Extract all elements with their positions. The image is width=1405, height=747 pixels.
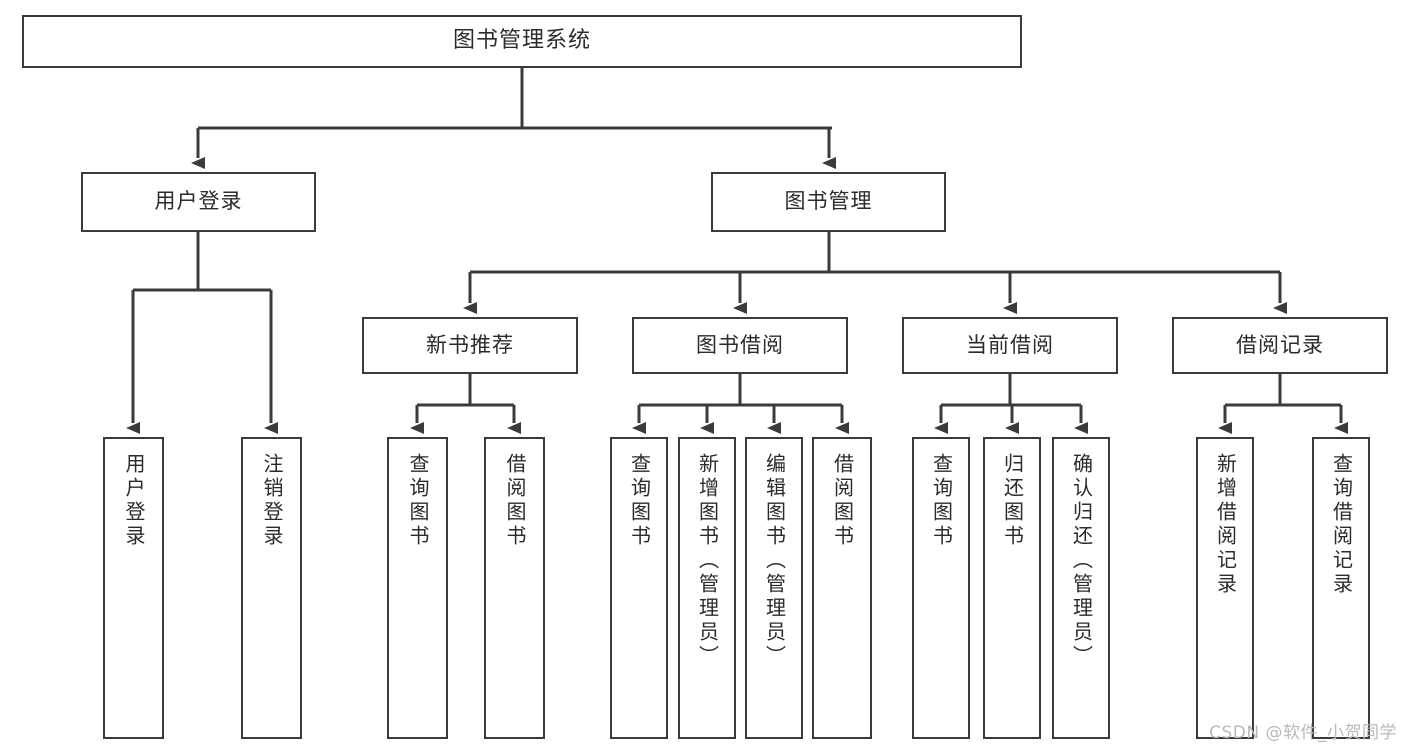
node-leaf-return-book[interactable]: 归还图书 <box>983 437 1041 739</box>
node-leaf-borrow-book-1[interactable]: 借阅图书 <box>484 437 545 739</box>
node-leaf-add-record-label: 新增借阅记录 <box>1213 453 1238 597</box>
node-book-manage[interactable]: 图书管理 <box>711 172 946 232</box>
node-borrow-record-label: 借阅记录 <box>1236 332 1324 357</box>
node-leaf-query-book-1-label: 查询图书 <box>406 453 430 549</box>
node-leaf-add-record[interactable]: 新增借阅记录 <box>1196 437 1254 739</box>
node-root[interactable]: 图书管理系统 <box>22 15 1022 68</box>
node-leaf-borrow-book-2-label: 借阅图书 <box>830 453 855 549</box>
node-leaf-user-login[interactable]: 用户登录 <box>103 437 164 739</box>
node-leaf-query-book-2-label: 查询图书 <box>627 453 652 549</box>
node-user-login[interactable]: 用户登录 <box>81 172 316 232</box>
node-new-book-recommend[interactable]: 新书推荐 <box>362 317 578 374</box>
watermark-text: CSDN @软件_小贺同学 <box>1209 723 1397 743</box>
node-new-book-recommend-label: 新书推荐 <box>426 332 514 357</box>
node-book-borrow[interactable]: 图书借阅 <box>632 317 848 374</box>
node-leaf-user-login-label: 用户登录 <box>122 453 146 549</box>
node-leaf-query-book-2[interactable]: 查询图书 <box>610 437 668 739</box>
node-book-manage-label: 图书管理 <box>784 189 873 214</box>
node-user-login-label: 用户登录 <box>154 189 243 214</box>
node-leaf-add-book[interactable]: 新增图书（管理员） <box>678 437 736 739</box>
node-leaf-user-logout-label: 注销登录 <box>260 453 284 549</box>
node-leaf-add-book-label: 新增图书（管理员） <box>695 453 720 669</box>
node-leaf-confirm-return[interactable]: 确认归还（管理员） <box>1052 437 1110 739</box>
node-leaf-return-book-label: 归还图书 <box>1000 453 1025 549</box>
node-leaf-confirm-return-label: 确认归还（管理员） <box>1069 453 1094 669</box>
node-leaf-query-book-3[interactable]: 查询图书 <box>912 437 970 739</box>
node-borrow-record[interactable]: 借阅记录 <box>1172 317 1388 374</box>
node-leaf-query-record-label: 查询借阅记录 <box>1329 453 1354 597</box>
node-root-label: 图书管理系统 <box>452 28 591 54</box>
node-leaf-query-book-1[interactable]: 查询图书 <box>387 437 448 739</box>
node-leaf-borrow-book-1-label: 借阅图书 <box>503 453 527 549</box>
node-leaf-user-logout[interactable]: 注销登录 <box>241 437 302 739</box>
node-leaf-query-record[interactable]: 查询借阅记录 <box>1312 437 1370 739</box>
node-leaf-query-book-3-label: 查询图书 <box>929 453 954 549</box>
node-current-borrow[interactable]: 当前借阅 <box>902 317 1118 374</box>
node-book-borrow-label: 图书借阅 <box>696 332 784 357</box>
node-leaf-edit-book[interactable]: 编辑图书（管理员） <box>745 437 803 739</box>
node-current-borrow-label: 当前借阅 <box>966 332 1054 357</box>
node-leaf-edit-book-label: 编辑图书（管理员） <box>762 453 787 669</box>
node-leaf-borrow-book-2[interactable]: 借阅图书 <box>812 437 872 739</box>
